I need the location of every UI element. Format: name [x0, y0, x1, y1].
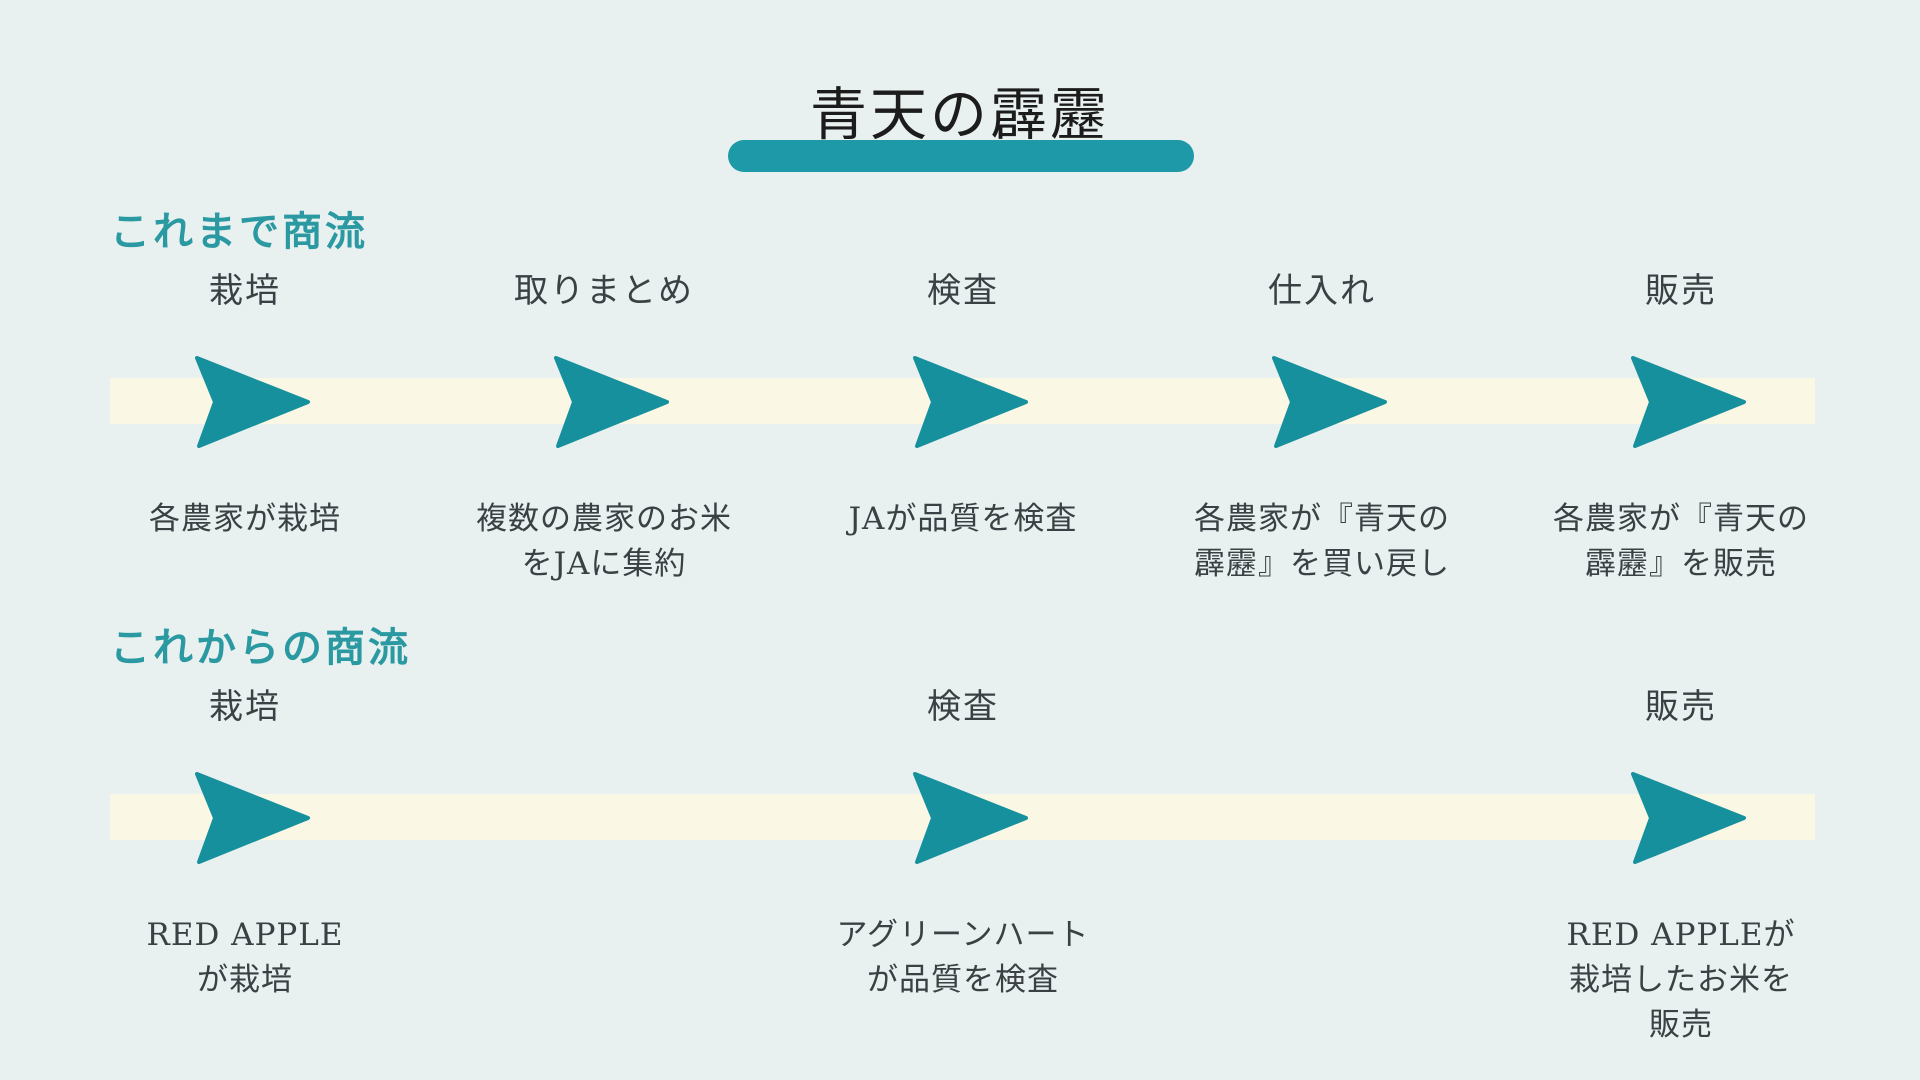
step-description: 各農家が『青天の 霹靂』を販売 [1553, 501, 1809, 582]
step-description: 各農家が栽培 [149, 501, 341, 537]
arrow-right-icon [913, 772, 1028, 864]
flow-traditional: これまで商流 栽培 各農家が栽培 取りまとめ 複数の農家のお米 をJAに集約 検… [0, 212, 1920, 632]
step-description: 複数の農家のお米 をJAに集約 [476, 501, 732, 582]
page-title: 青天の霹靂 [810, 82, 1110, 148]
flow-traditional-heading: これまで商流 [110, 208, 368, 255]
arrow-right-icon [195, 772, 310, 864]
step-description: RED APPLE が栽培 [146, 917, 344, 998]
step-label: 仕入れ [1268, 271, 1376, 311]
step-description: JAが品質を検査 [848, 501, 1078, 537]
step-description: RED APPLEが 栽培したお米を 販売 [1566, 917, 1796, 1043]
step-label: 栽培 [209, 271, 281, 311]
step-label: 販売 [1645, 271, 1717, 311]
title-underline [728, 140, 1194, 172]
arrow-right-icon [1272, 356, 1387, 448]
step-label: 検査 [927, 271, 999, 311]
arrow-right-icon [1631, 772, 1746, 864]
step-label: 栽培 [209, 687, 281, 727]
flow-new-heading: これからの商流 [110, 624, 411, 671]
step-description: 各農家が『青天の 霹靂』を買い戻し [1194, 501, 1450, 582]
flow-new: これからの商流 栽培 RED APPLE が栽培 検査 アグリーンハート が品質… [0, 628, 1920, 1048]
title-block: 青天の霹靂 [0, 0, 1920, 172]
step-label: 検査 [927, 687, 999, 727]
step-description: アグリーンハート が品質を検査 [836, 917, 1090, 998]
arrow-right-icon [1631, 356, 1746, 448]
arrow-right-icon [195, 356, 310, 448]
arrow-right-icon [554, 356, 669, 448]
step-label: 取りまとめ [514, 271, 694, 311]
step-label: 販売 [1645, 687, 1717, 727]
arrow-right-icon [913, 356, 1028, 448]
